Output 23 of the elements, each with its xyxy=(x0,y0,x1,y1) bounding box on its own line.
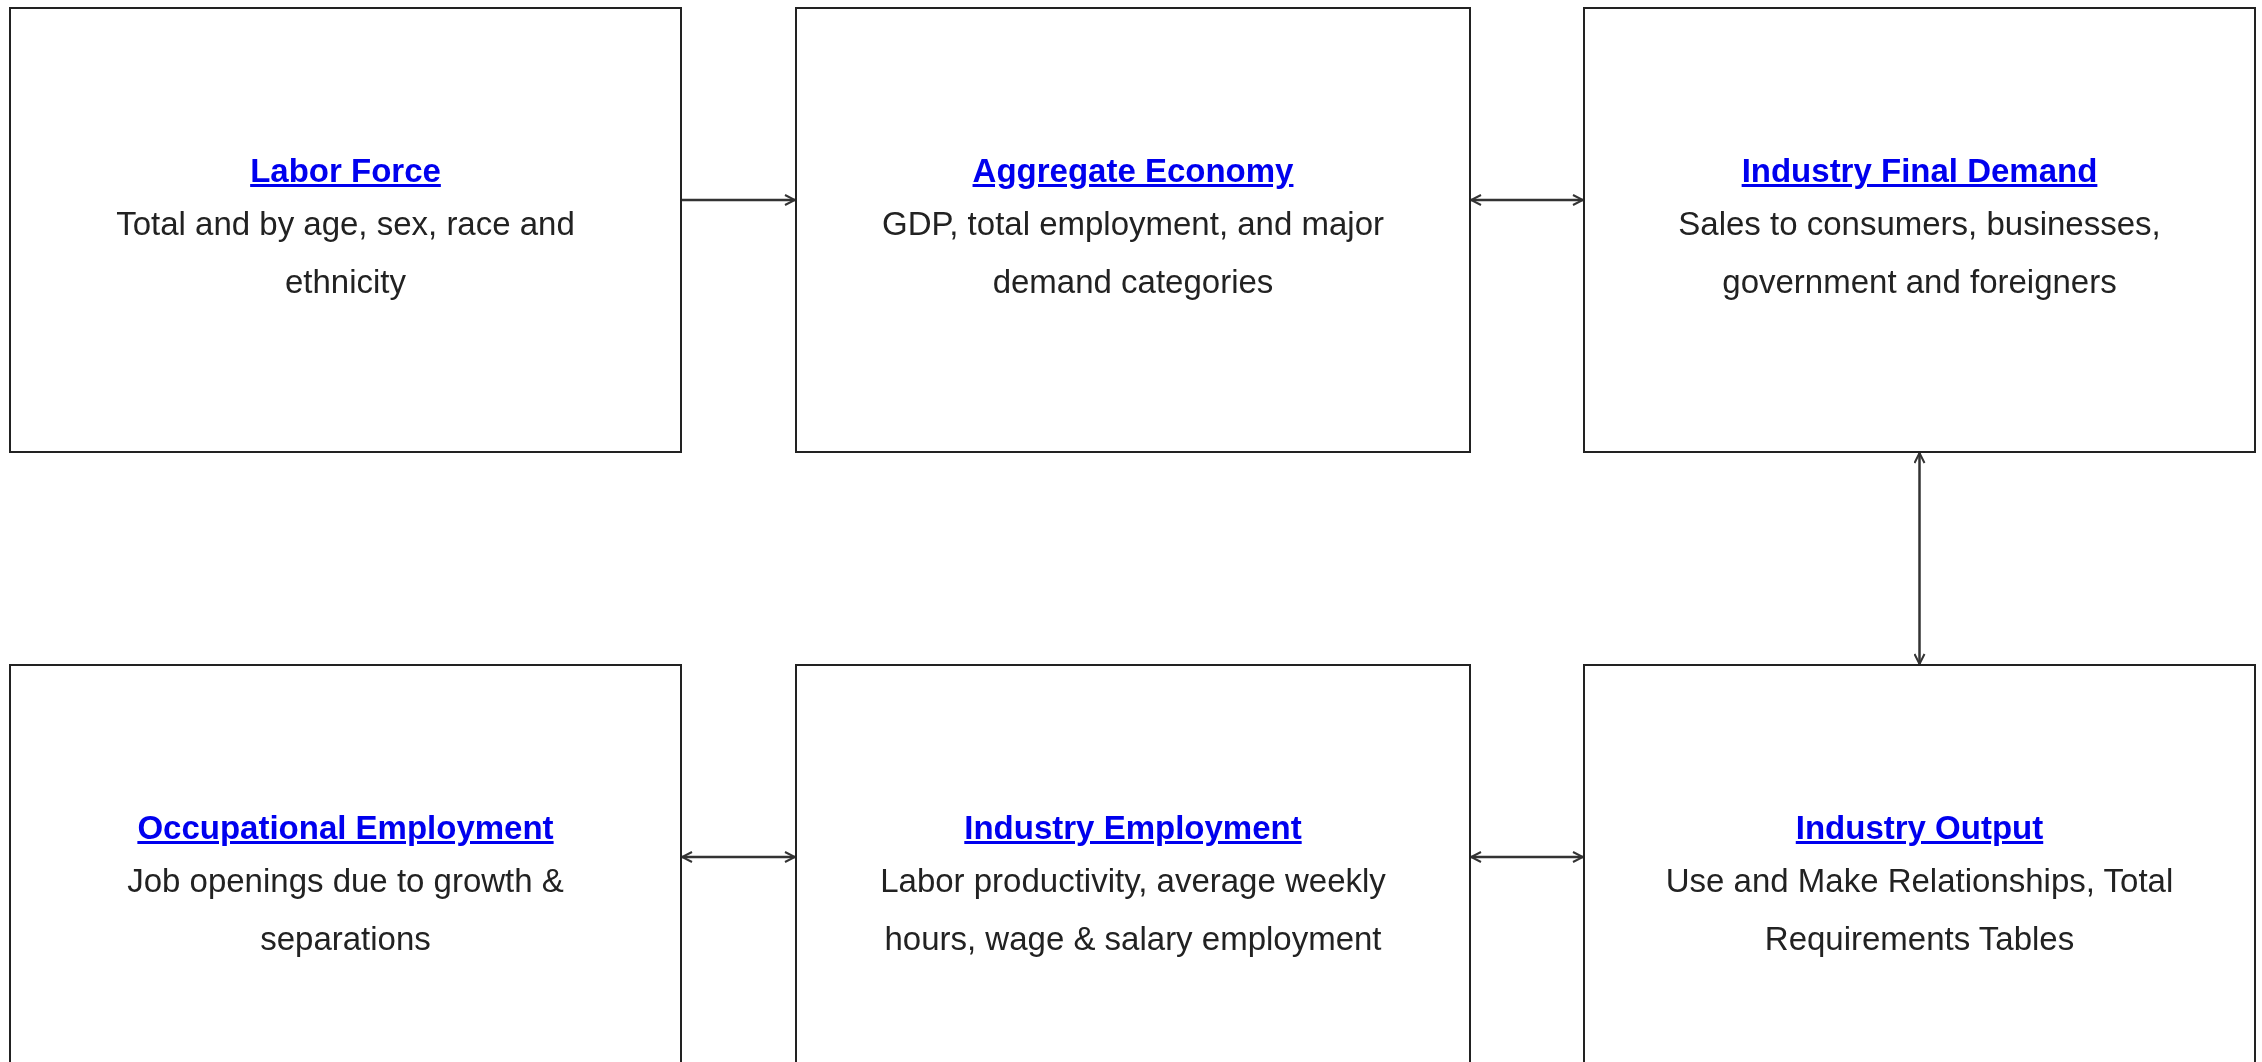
title-link: Aggregate Economy xyxy=(972,151,1294,191)
description-text: GDP, total employment, and major demand categories xyxy=(881,204,1385,302)
description-text: Total and by age, sex, race and ethnicity xyxy=(115,204,576,302)
title-link: Labor Force xyxy=(250,151,441,191)
arrow xyxy=(1913,452,1926,665)
process-box xyxy=(795,664,1471,1062)
description-text: Labor productivity, average weekly hours, wage & salary employment xyxy=(879,861,1387,959)
process-box xyxy=(1583,664,2256,1062)
title-link: Occupational Employment xyxy=(137,808,554,848)
process-box xyxy=(9,7,682,453)
process-box xyxy=(1583,7,2256,453)
description-text: Sales to consumers, businesses, government and foreigners xyxy=(1677,204,2162,302)
arrow xyxy=(1470,851,1584,863)
description-text: Job openings due to growth & separations xyxy=(126,861,565,959)
arrow xyxy=(1470,194,1584,206)
arrow xyxy=(681,851,796,863)
process-box xyxy=(9,664,682,1062)
title-link: Industry Employment xyxy=(964,808,1302,848)
description-text: Use and Make Relationships, Total Requirements Tables xyxy=(1664,861,2175,959)
title-link: Industry Final Demand xyxy=(1741,151,2098,191)
process-box xyxy=(795,7,1471,453)
title-link: Industry Output xyxy=(1795,808,2044,848)
arrow xyxy=(682,194,796,206)
